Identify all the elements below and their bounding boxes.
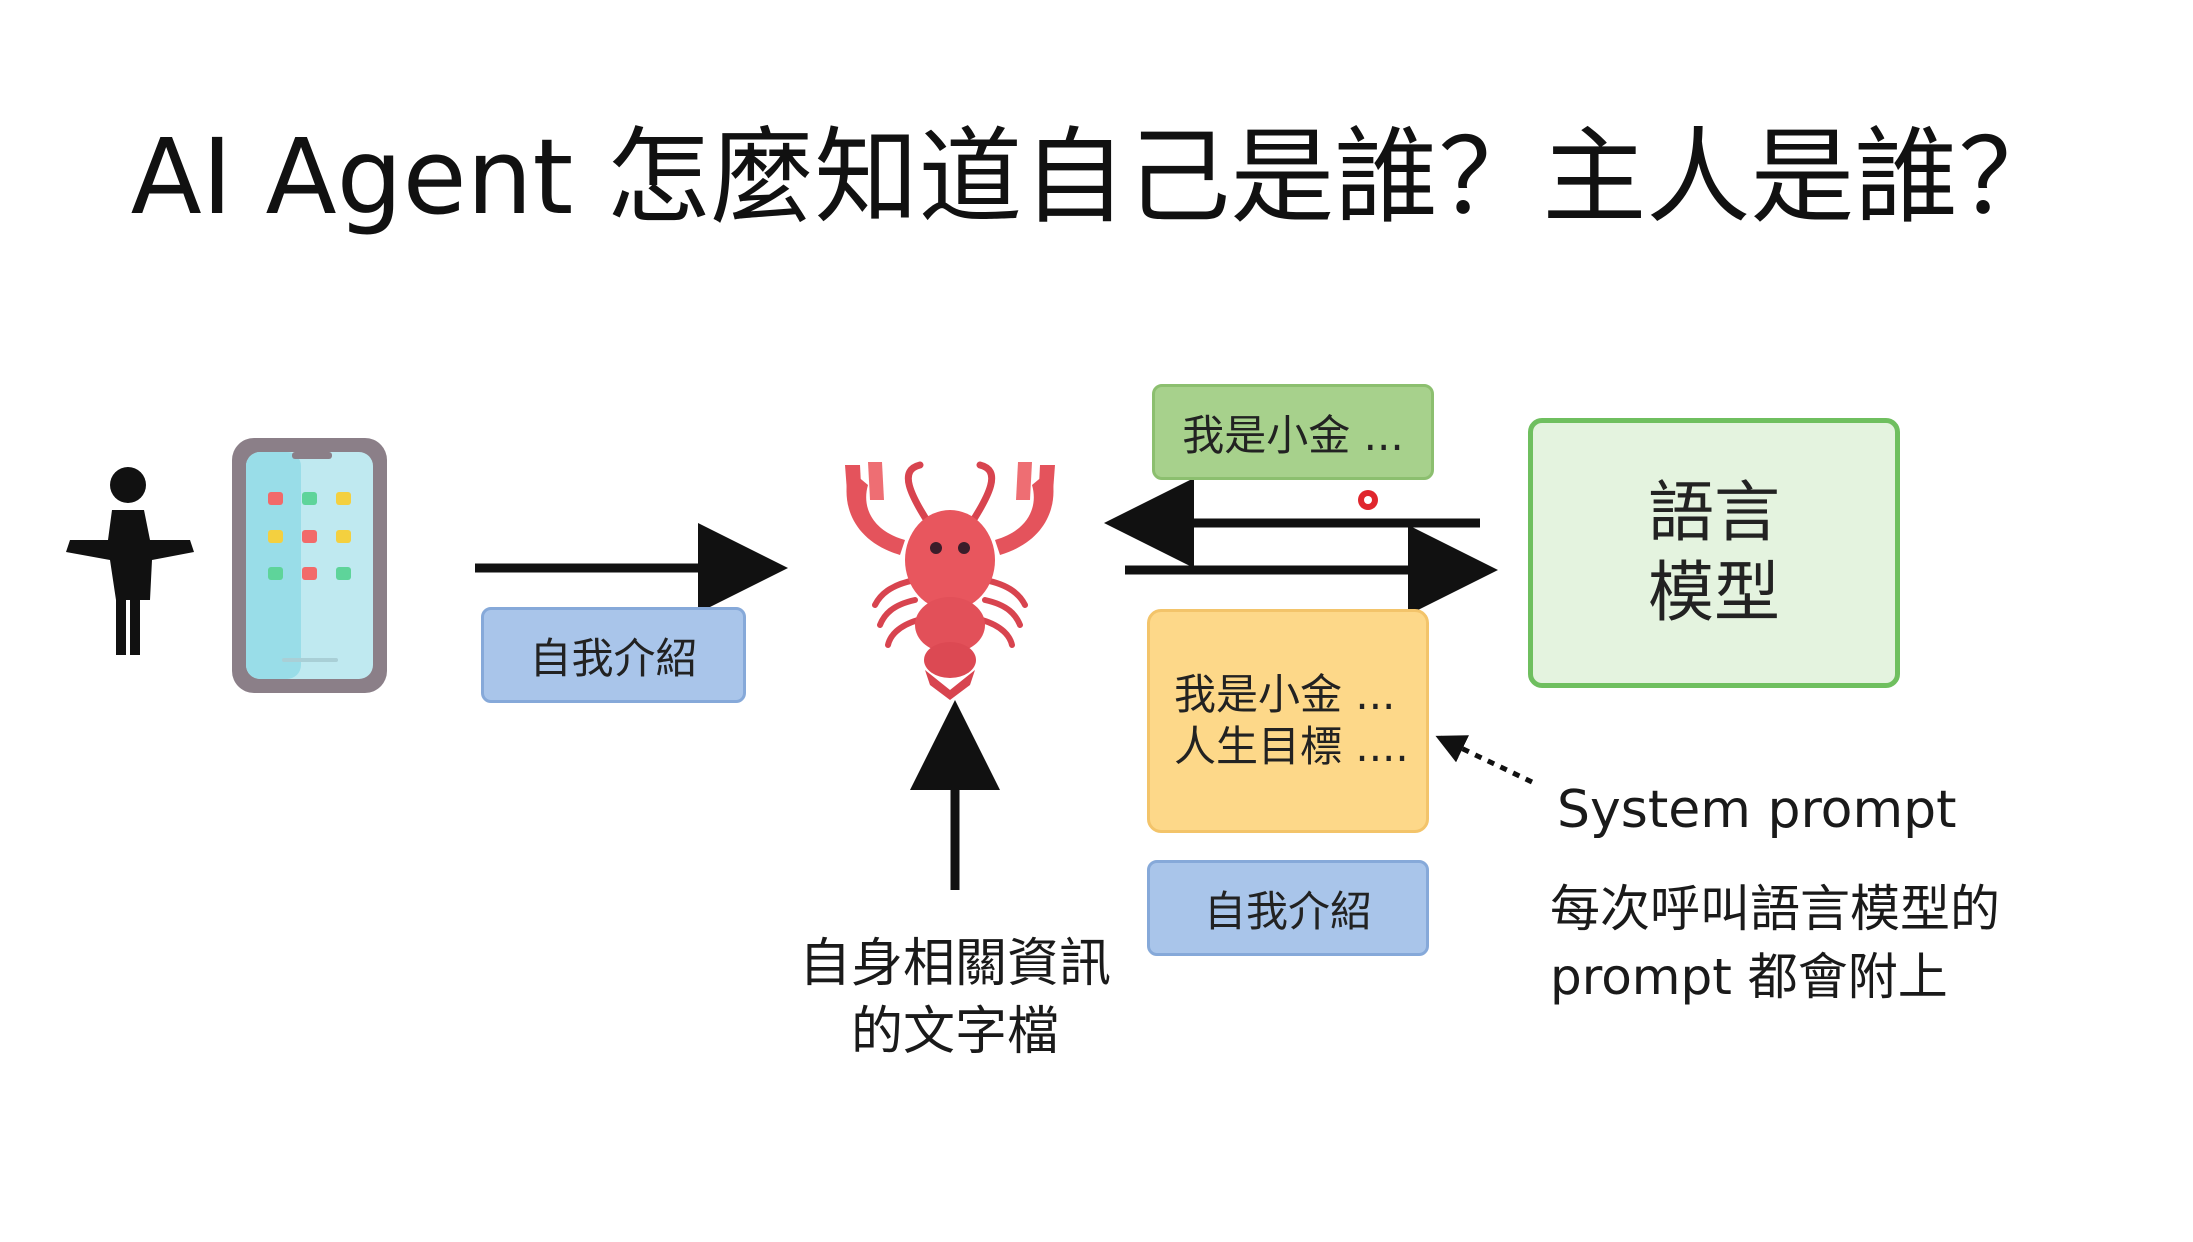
- language-model-line-1: 語言: [1648, 474, 1780, 551]
- red-laser-pointer: [1358, 490, 1378, 510]
- language-model-line-2: 模型: [1648, 554, 1780, 631]
- arrow-system-prompt-dotted: [1435, 735, 1534, 785]
- reply-label: 我是小金 ...: [1182, 410, 1404, 460]
- self-intro-label-left: 自我介紹: [529, 633, 698, 683]
- profile-file-line-1: 自身相關資訊: [798, 934, 1111, 994]
- smartphone-icon: [232, 438, 387, 693]
- person-shrugging-icon: [66, 467, 194, 655]
- profile-file-label: 自身相關資訊 的文字檔: [770, 930, 1140, 1066]
- language-model-box: 語言 模型: [1528, 418, 1900, 688]
- slide-title: AI Agent 怎麼知道自己是誰？主人是誰？: [130, 116, 2063, 238]
- system-prompt-note: 每次呼叫語言模型的 prompt 都會附上: [1550, 875, 2000, 1011]
- self-intro-label-right: 自我介紹: [1203, 886, 1372, 936]
- profile-file-line-2: 的文字檔: [850, 1002, 1059, 1062]
- system-prompt-label: System prompt: [1557, 780, 1957, 840]
- system-prompt-line-2: 人生目標 ....: [1174, 722, 1409, 771]
- self-intro-box-right: 自我介紹: [1147, 860, 1429, 956]
- system-prompt-note-line-1: 每次呼叫語言模型的: [1550, 880, 2000, 938]
- system-prompt-line-1: 我是小金 ...: [1174, 670, 1396, 719]
- self-intro-box-left: 自我介紹: [481, 607, 746, 703]
- lobster-icon: [845, 461, 1055, 700]
- system-prompt-note-line-2: prompt 都會附上: [1550, 948, 1948, 1006]
- system-prompt-box: 我是小金 ... 人生目標 ....: [1147, 609, 1429, 833]
- reply-box: 我是小金 ...: [1152, 384, 1434, 480]
